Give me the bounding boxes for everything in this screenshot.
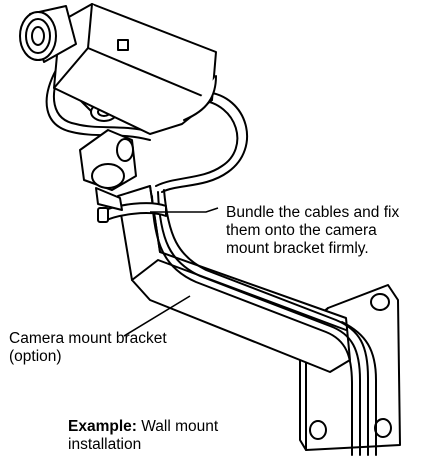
caption-example-bold: Example:: [68, 418, 137, 435]
annotation-camera-mount-bracket: Camera mount bracket (option): [9, 330, 167, 366]
annotation-bracket-line1: Camera mount bracket: [9, 330, 167, 347]
annotation-bundle-line2: them onto the camera: [226, 222, 377, 239]
annotation-bundle-line3: mount bracket firmly.: [226, 240, 369, 257]
camera-lens: [19, 5, 77, 63]
leader-line-bundle: [150, 207, 219, 213]
cable-loop: [45, 65, 248, 193]
screw-hole-top-right: [370, 293, 390, 311]
leader-line-bracket: [123, 295, 191, 337]
screw-hole-bottom-right: [374, 418, 392, 438]
annotation-bundle-line1: Bundle the cables and fix: [226, 204, 400, 221]
caption-example-line2: installation: [68, 436, 142, 453]
annotation-bundle-cables: Bundle the cables and fix them onto the …: [226, 204, 399, 258]
annotation-bracket-line2: (option): [9, 348, 62, 365]
camera-body: [53, 3, 217, 135]
screw-hole-bottom-left: [309, 420, 327, 440]
caption-example: Example: Wall mount installation: [68, 418, 218, 454]
cable-bundle: [151, 189, 377, 456]
caption-example-rest: Wall mount: [136, 418, 219, 435]
camera-screw: [117, 39, 129, 51]
